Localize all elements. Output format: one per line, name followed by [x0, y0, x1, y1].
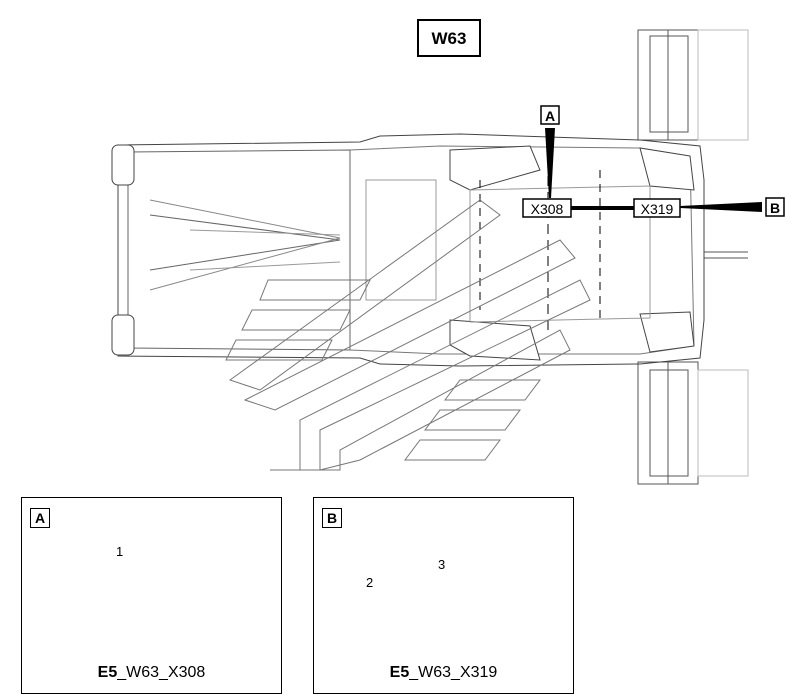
connector-x308-label: X308	[531, 201, 564, 217]
callout-b-label: B	[770, 200, 780, 216]
watermark-stripes	[225, 199, 591, 471]
callout-a-label: A	[545, 108, 555, 124]
harness-title-box: W63	[417, 19, 481, 57]
detail-a-part-number: 1	[116, 544, 124, 559]
callout-b: B	[680, 197, 785, 217]
detail-a-tag: A	[30, 508, 50, 528]
detail-b-caption: E5_W63_X319	[314, 664, 573, 682]
connector-x308: X308	[522, 198, 572, 218]
detail-a-caption-suffix: _W63_X308	[117, 664, 206, 681]
detail-b-caption-suffix: _W63_X319	[409, 664, 498, 681]
callout-a: A	[540, 105, 560, 198]
detail-b-part-number-2: 2	[366, 575, 374, 590]
rear-frame	[637, 29, 749, 485]
connector-x319-label: X319	[641, 201, 674, 217]
detail-panel-a: A 1 E5_W63_X308	[21, 497, 282, 694]
connector-x319: X319	[633, 198, 681, 218]
detail-a-caption: E5_W63_X308	[22, 664, 281, 682]
harness-title: W63	[432, 29, 467, 48]
detail-b-caption-prefix: E5	[389, 664, 410, 681]
detail-a-caption-prefix: E5	[97, 664, 118, 681]
detail-b-part-number-3: 3	[438, 557, 446, 572]
detail-panel-b: B 2 3 E5_W63_X319	[313, 497, 574, 694]
chassis-outline	[111, 133, 705, 367]
detail-b-tag: B	[322, 508, 342, 528]
